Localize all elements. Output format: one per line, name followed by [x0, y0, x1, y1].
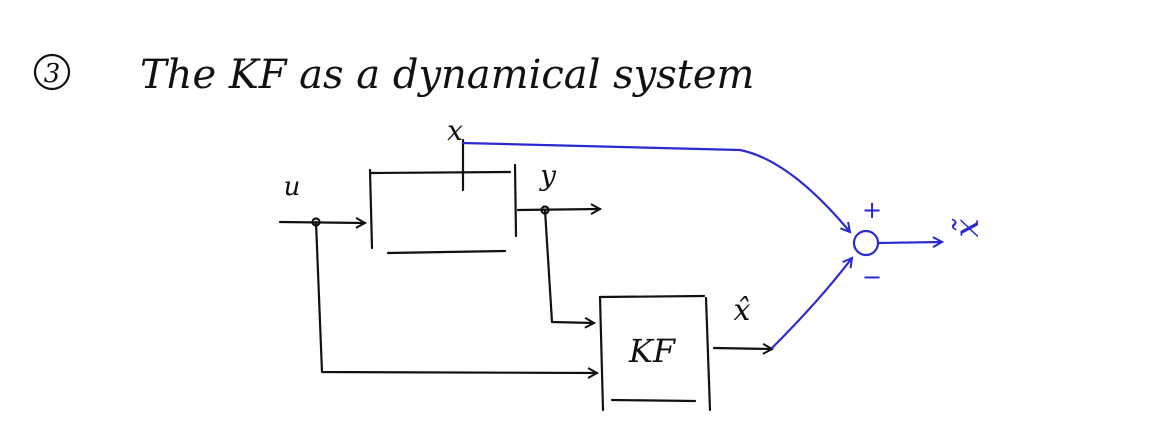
label-x-tilde: x̃ — [947, 218, 987, 238]
kf-label: KF — [628, 332, 677, 370]
label-x-hat: x̂ — [734, 293, 751, 328]
label-y: y — [538, 159, 557, 192]
u-input-arrow — [278, 222, 365, 223]
label-u: u — [284, 172, 301, 202]
summing-junction — [852, 229, 880, 257]
y-output-arrow — [516, 209, 600, 210]
label-x: x — [447, 114, 463, 147]
plant-block — [368, 138, 518, 255]
page-title: The KF as a dynamical system — [140, 52, 754, 98]
kf-output-arrow — [712, 348, 772, 349]
x-to-sum-arrow — [461, 141, 850, 232]
error-output-arrow — [876, 242, 942, 243]
section-number: 3 — [44, 59, 61, 89]
u-to-kf-arrow — [314, 220, 597, 373]
plus-sign: + — [862, 196, 882, 224]
xhat-to-sum-arrow — [770, 258, 852, 350]
kf-block — [598, 294, 712, 412]
minus-sign: − — [862, 263, 882, 291]
y-to-kf-arrow — [543, 208, 594, 323]
section-number-circle — [33, 53, 71, 91]
